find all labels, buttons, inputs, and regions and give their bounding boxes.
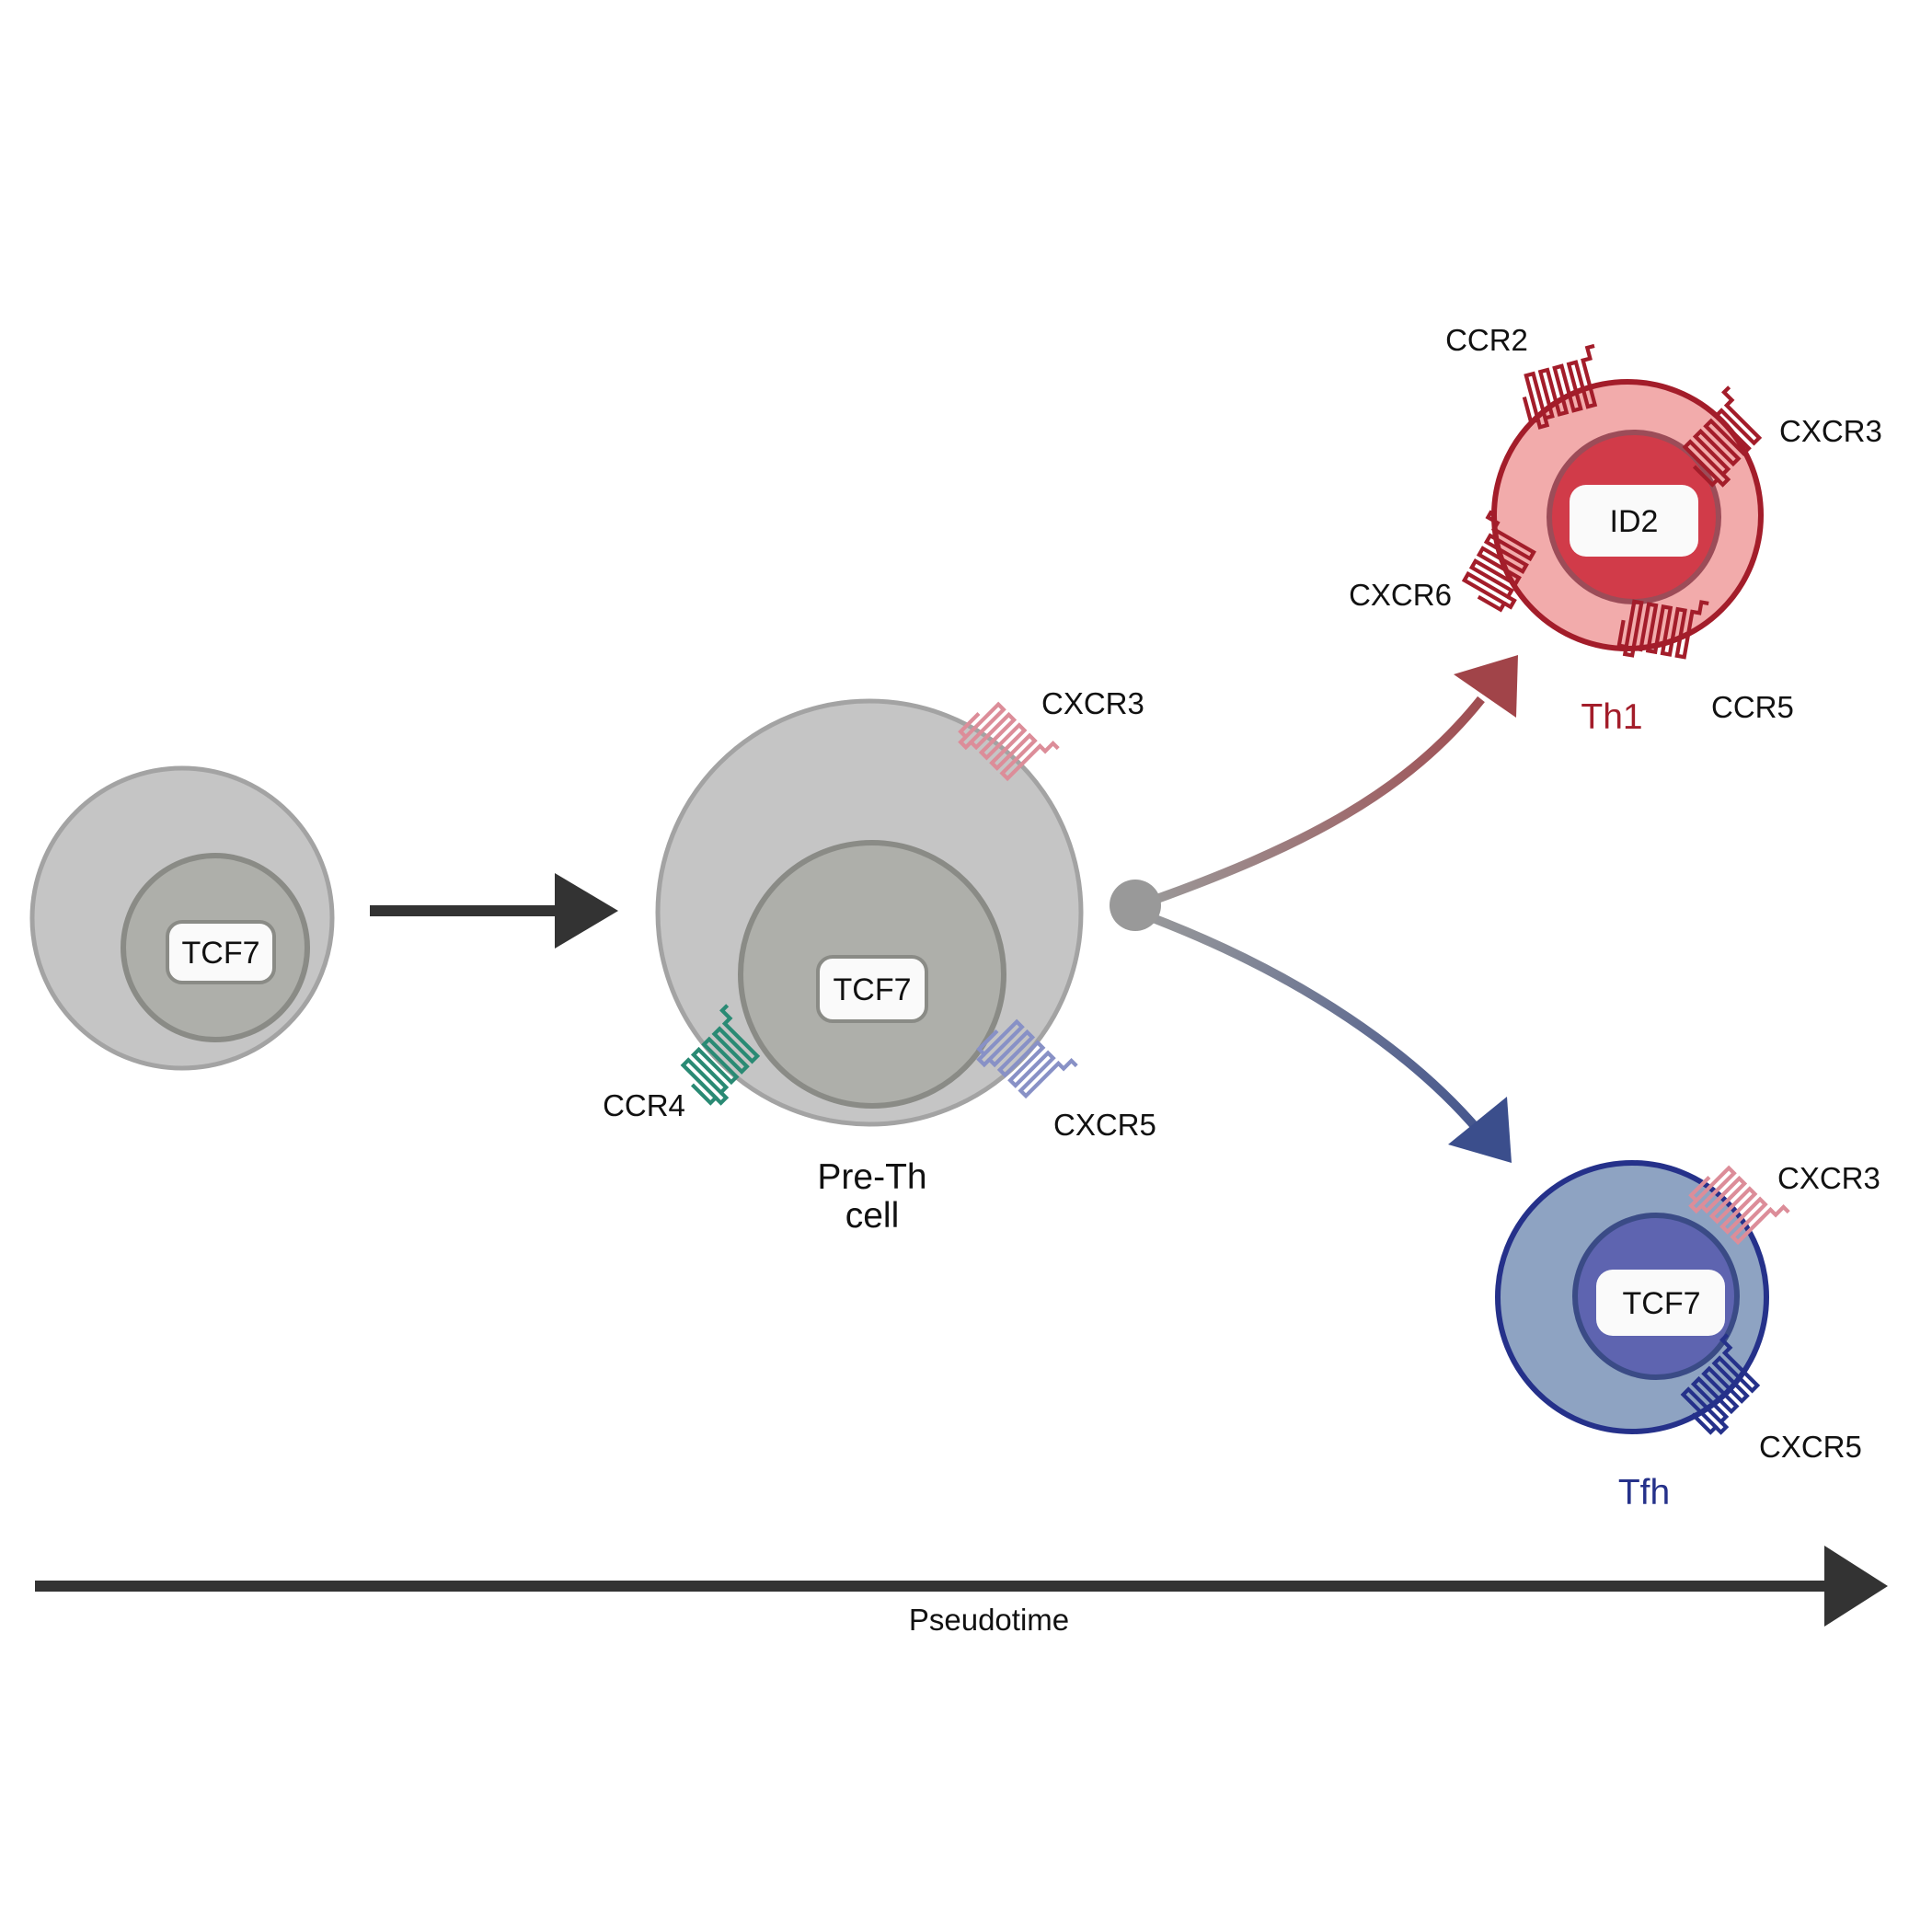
tfh-name-label: Tfh (1618, 1473, 1670, 1512)
th1-cxcr6-label: CXCR6 (1349, 578, 1452, 612)
pre-th-label-line2: cell (845, 1196, 900, 1236)
th1-ccr2-label: CCR2 (1445, 323, 1528, 357)
tfh-cell: TCF7 CXCR3 CXCR5 Tfh (1495, 1155, 1880, 1512)
naive-gene-label: TCF7 (182, 936, 260, 971)
th1-name-label: Th1 (1581, 697, 1642, 737)
th1-gene-box (1570, 485, 1698, 557)
tfh-branch-arrow (1139, 909, 1483, 1135)
th1-cxcr3-label: CXCR3 (1779, 414, 1882, 448)
th1-gene-label: ID2 (1610, 504, 1659, 539)
naive-cell: TCF7 (29, 765, 335, 1071)
tfh-cxcr3-label: CXCR3 (1777, 1161, 1880, 1195)
naive-gene-box (166, 920, 276, 984)
pre-th-cxcr3-label: CXCR3 (1041, 686, 1144, 720)
tfh-gene-label: TCF7 (1623, 1286, 1701, 1321)
tfh-cxcr5-label: CXCR5 (1759, 1430, 1862, 1464)
tfh-gene-box (1596, 1270, 1725, 1336)
pre-th-gene-label: TCF7 (834, 972, 912, 1007)
pre-th-cell: TCF7 CXCR3 CCR4 CXCR5 Pre-Th cell (603, 686, 1156, 1236)
pre-th-label-line1: Pre-Th (817, 1157, 926, 1197)
pre-th-cxcr5-label: CXCR5 (1053, 1108, 1156, 1142)
th1-cell: ID2 CCR2 CXCR3 CXCR6 CCR5 Th1 (1349, 323, 1882, 737)
th1-arrow-head (1454, 655, 1518, 718)
pseudotime-arrow-head (1824, 1546, 1888, 1627)
transition-arrow (370, 873, 618, 949)
pre-th-gene-box (816, 955, 928, 1023)
pre-th-ccr4-label: CCR4 (603, 1088, 685, 1122)
th1-ccr5-label: CCR5 (1711, 690, 1794, 724)
branch-arrows (1110, 655, 1518, 1163)
th1-branch-arrow (1137, 696, 1485, 910)
branch-point-dot (1110, 880, 1161, 931)
tfh-arrow-head (1448, 1097, 1512, 1163)
pseudotime-axis: Pseudotime (35, 1546, 1888, 1637)
pseudotime-axis-label: Pseudotime (909, 1603, 1069, 1637)
